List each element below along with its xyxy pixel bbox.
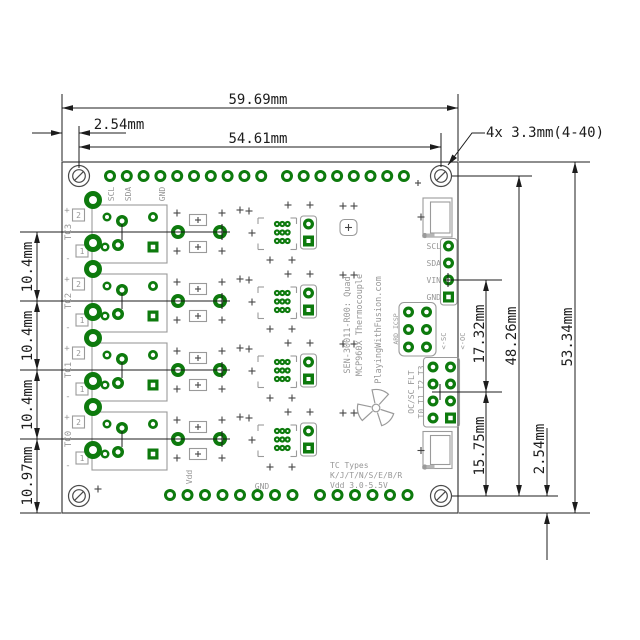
silk-i2c-gnd: GND — [427, 293, 442, 302]
silk-tc3-name: TC3 — [64, 224, 74, 240]
silk-tc2-pin2: 2 — [76, 280, 81, 289]
silk-tc3-pin2: 2 — [76, 211, 81, 220]
silk-fault-line1: OC/SC FLT — [407, 370, 416, 414]
drawing-labels: 59.69mm 2.54mm 54.61mm 4x 3.3mm(4-40) 53… — [20, 92, 604, 506]
silk-tc0-pin2: 2 — [76, 418, 81, 427]
silk-product-line2: MCP960X Thermocouple — [355, 274, 365, 376]
dim-width-total: 59.69mm — [228, 92, 287, 108]
silk-tc3-minus: - — [65, 254, 70, 264]
silk-tc3-plus: + — [64, 206, 70, 216]
silk-top-scl: SCL — [107, 187, 116, 202]
silk-tc1-name: TC1 — [64, 362, 74, 378]
silk-i2c-scl: SCL — [427, 242, 442, 251]
board-and-dimension-geometry — [20, 94, 590, 560]
silk-tc1-pin2: 2 — [76, 349, 81, 358]
silk-tc-types-1: TC Types — [330, 461, 369, 470]
dim-fault-header-to-hole: 15.75mm — [472, 416, 488, 475]
dim-height-total: 53.34mm — [560, 307, 576, 366]
silk-vdd: Vdd — [185, 470, 194, 485]
dim-hole-to-edge-v: 2.54mm — [532, 424, 548, 475]
dim-hole-span-h: 54.61mm — [228, 131, 287, 147]
silk-tc2-pin1: 1 — [80, 316, 85, 325]
silk-tc1-plus: + — [64, 344, 70, 354]
silk-tc0-plus: + — [64, 413, 70, 423]
silk-tc0-name: TC0 — [64, 431, 74, 447]
mount-hole-callout: 4x 3.3mm(4-40) — [486, 125, 604, 141]
silk-i2c-sda: SDA — [427, 259, 442, 268]
silk-brand: PlayingWithFusion.com — [374, 276, 384, 383]
silk-tc-types-2: K/J/T/N/S/E/B/R — [330, 471, 402, 480]
silk-tc2-plus: + — [64, 275, 70, 285]
silk-oc-label: <-OC — [459, 333, 467, 350]
silk-tc2-minus: - — [65, 323, 70, 333]
silk-tc3-pin1: 1 — [80, 247, 85, 256]
silk-tc0-pin1: 1 — [80, 454, 85, 463]
dim-tc0-to-edge: 10.97mm — [20, 446, 36, 505]
silk-top-sda: SDA — [124, 187, 133, 202]
silk-gnd-bottom: GND — [255, 482, 270, 491]
silk-tc1-pin1: 1 — [80, 385, 85, 394]
silk-product-line1: SEN-30011-R00: Quad — [343, 276, 353, 373]
silk-tc0-minus: - — [65, 461, 70, 471]
silk-top-gnd: GND — [158, 187, 167, 202]
silk-tc2-name: TC2 — [64, 293, 74, 309]
silk-i2c-vin: VIN — [427, 276, 442, 285]
dim-edge-to-hole-h: 2.54mm — [94, 117, 145, 133]
silk-tc1-minus: - — [65, 392, 70, 402]
silk-sc-label: <-SC — [440, 333, 448, 350]
dim-tc-pitch-2: 10.4mm — [20, 311, 36, 362]
silk-tc-types-3: Vdd 3.0-5.5V — [330, 481, 388, 490]
dim-tc-pitch-1: 10.4mm — [20, 242, 36, 293]
dim-vin-to-fault-header: 17.32mm — [472, 304, 488, 363]
dim-hole-span-v: 48.26mm — [504, 306, 520, 365]
dim-tc-pitch-3: 10.4mm — [20, 380, 36, 431]
silk-ard-icsp: ARD ICSP — [392, 313, 400, 344]
silk-fault-line2: T0 T1 T2 T3 — [417, 365, 426, 418]
